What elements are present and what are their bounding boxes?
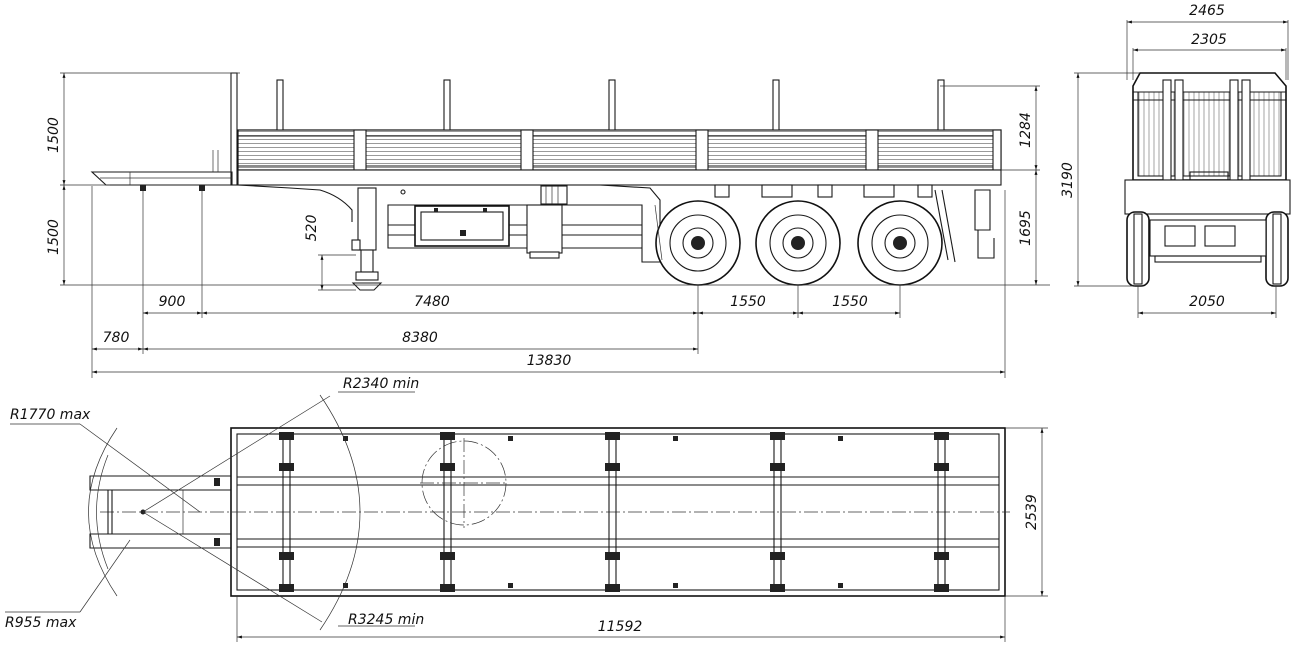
dim-front-overhang: 780 (103, 330, 130, 346)
front-view: 2465 2305 3190 2050 (1060, 3, 1291, 318)
dim-side-height-top: 1500 (46, 117, 62, 153)
dim-deck-width: 2539 (1024, 494, 1040, 530)
front-right-wheel (1265, 211, 1289, 287)
dim-track-width: 2050 (1189, 294, 1225, 310)
frame-gooseneck-curve (237, 184, 353, 222)
gooseneck-deck (90, 171, 233, 186)
wheel-3 (857, 200, 943, 286)
front-bulkhead (230, 72, 238, 186)
dim-kingpin-to-gear: 900 (159, 294, 186, 310)
arc-turn-min (319, 394, 361, 631)
main-frame (237, 169, 1002, 186)
label-radius-kingpin-max: R955 max (5, 615, 77, 631)
side-boards (237, 129, 1002, 171)
air-tank (526, 185, 568, 259)
dim-axle-spacing-2: 1550 (832, 294, 868, 310)
dim-side-board-height: 1284 (1018, 112, 1034, 148)
dim-front-overall-width: 2465 (1189, 3, 1225, 19)
front-left-wheel (1126, 211, 1150, 287)
dim-deck-length: 11592 (598, 619, 643, 635)
wheel-1 (655, 200, 741, 286)
top-stakes (279, 432, 949, 592)
dim-landing-gear-lift: 520 (304, 215, 320, 242)
gooseneck-top-left (89, 475, 232, 491)
dim-kingpin-to-axle: 8380 (402, 330, 438, 346)
dim-gear-to-axle: 7480 (414, 294, 450, 310)
dim-total-length: 13830 (527, 353, 572, 369)
side-view: 1500 1500 520 1284 1695 900 7480 1550 15… (46, 72, 1050, 378)
dim-front-total-height: 3190 (1060, 162, 1076, 198)
top-view: R1770 max R2340 min R955 max R3245 min 2… (5, 376, 1048, 642)
dim-front-body-width: 2305 (1191, 32, 1227, 48)
landing-gear (351, 187, 406, 291)
label-radius-turn-min: R2340 min (343, 376, 419, 392)
tool-box (414, 205, 510, 247)
spare-wheel-outline (421, 440, 507, 526)
gooseneck-top-right (89, 533, 232, 549)
kingpin (140, 185, 146, 191)
dim-side-height-bottom: 1500 (46, 219, 62, 255)
wheel-2 (755, 200, 841, 286)
dim-deck-height: 1695 (1018, 210, 1034, 246)
label-radius-rear-min: R3245 min (348, 612, 424, 628)
label-radius-front-max: R1770 max (10, 407, 91, 423)
dim-axle-spacing-1: 1550 (730, 294, 766, 310)
stakes (276, 79, 945, 131)
